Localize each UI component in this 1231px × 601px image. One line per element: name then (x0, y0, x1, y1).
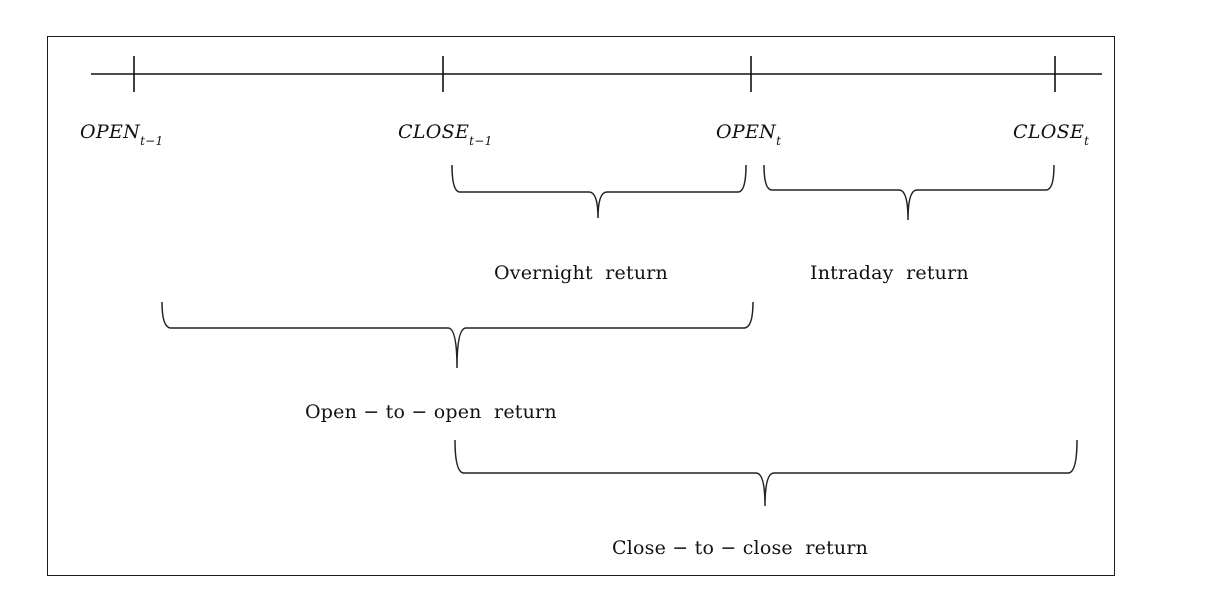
label-open-t-1: OPENt−1 (80, 121, 164, 148)
label-open-to-open-return: Open − to − open return (305, 401, 557, 423)
label-close-t: CLOSEt (1013, 121, 1090, 148)
brace-close-to-close (454, 439, 1078, 507)
brace-intraday (763, 164, 1055, 221)
brace-open-to-open (161, 301, 754, 369)
label-open-t: OPENt (716, 121, 782, 148)
label-close-t-1: CLOSEt−1 (398, 121, 493, 148)
label-intraday-return: Intraday return (810, 262, 969, 284)
diagram-frame (47, 36, 1115, 576)
label-close-to-close-return: Close − to − close return (612, 537, 869, 559)
brace-overnight (451, 164, 747, 219)
label-overnight-return: Overnight return (494, 262, 668, 284)
